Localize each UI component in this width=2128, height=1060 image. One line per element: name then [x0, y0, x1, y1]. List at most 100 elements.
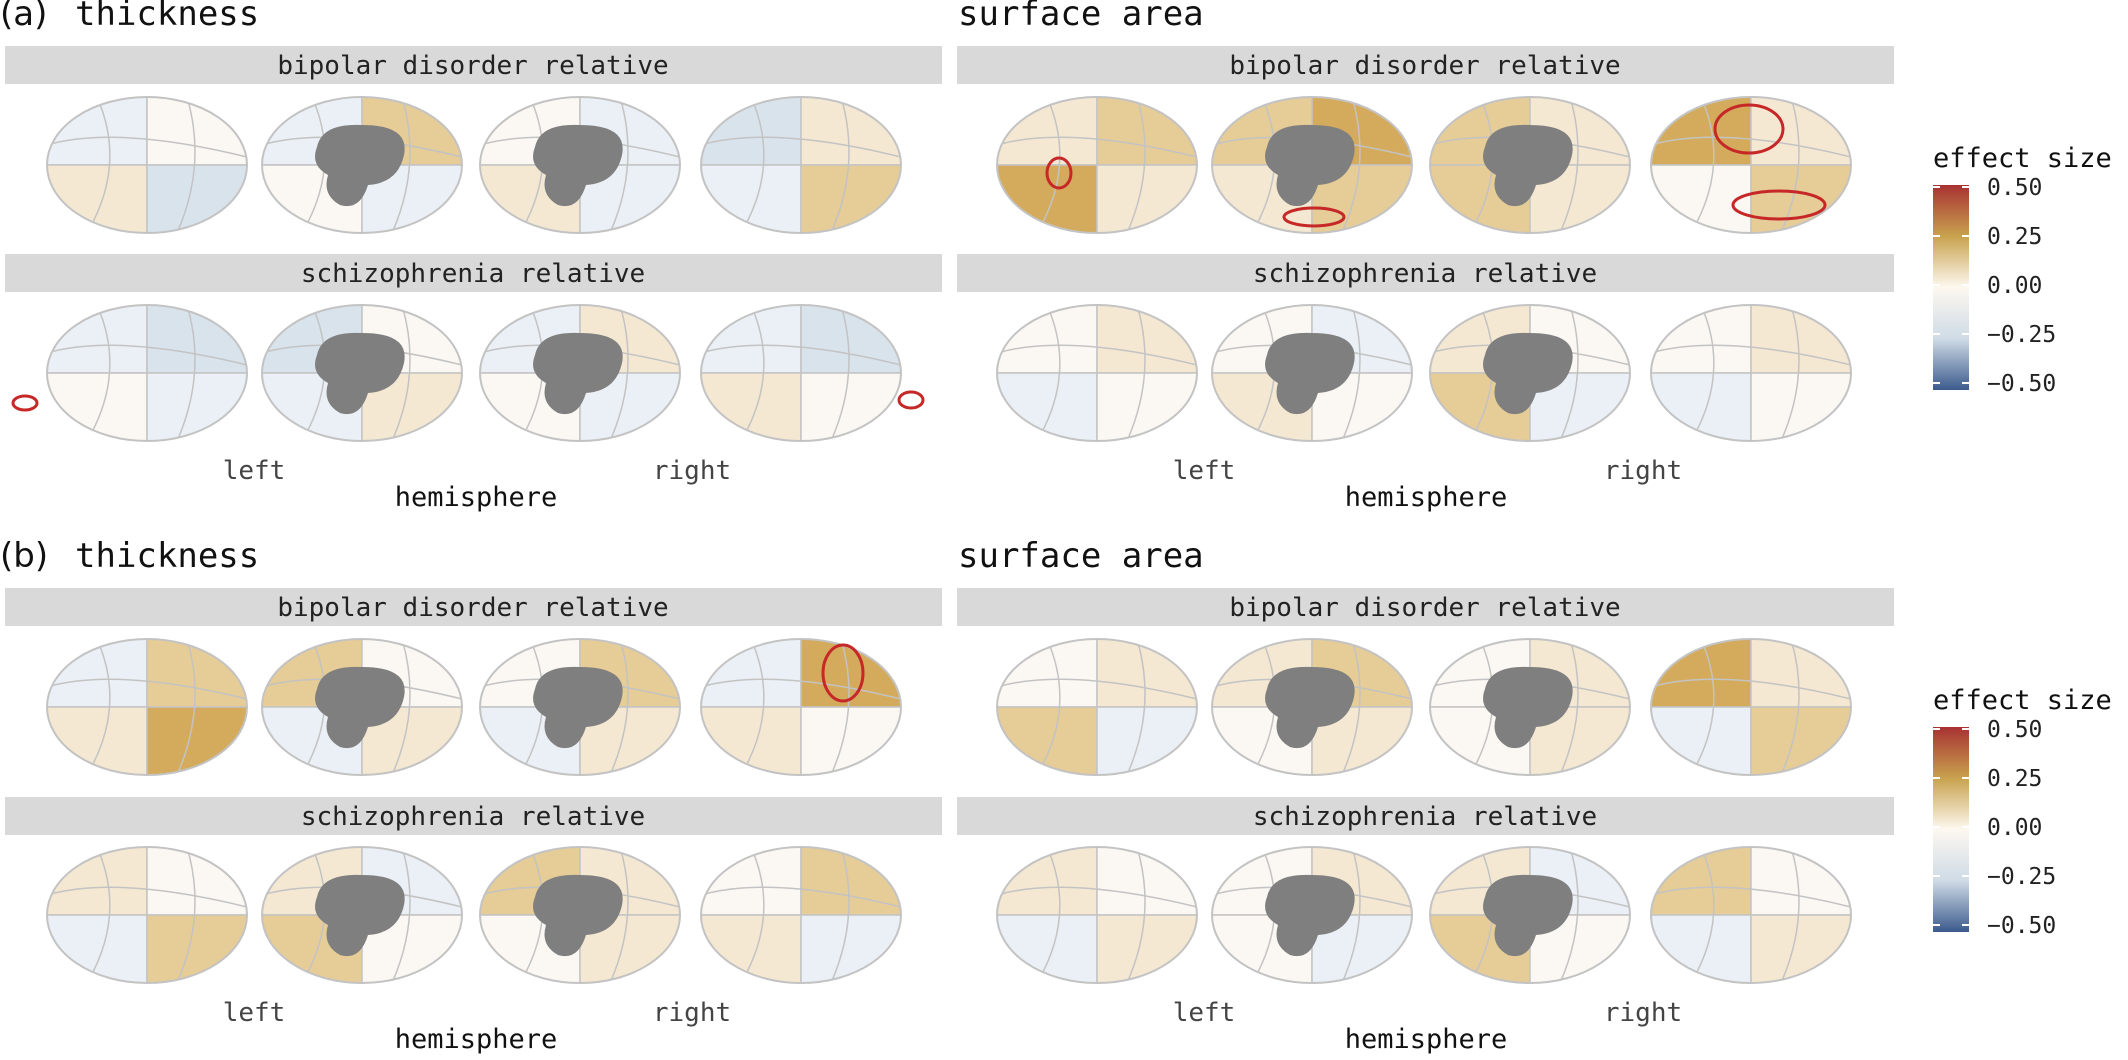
axis-b-area-left: left: [1173, 998, 1236, 1028]
significant-region-outline: [1713, 103, 1785, 155]
significant-region-outline: [1731, 189, 1827, 221]
brain-row: [46, 638, 902, 776]
brain-medial-view: [479, 846, 681, 984]
legend-a: effect size 0.500.250.00−0.25−0.50: [1933, 143, 2112, 397]
brain-lateral-view: [46, 304, 248, 442]
axis-b-thickness-left: left: [223, 998, 286, 1028]
panel-a-area-title: surface area: [958, 0, 1204, 34]
legend-a-title: effect size: [1933, 143, 2112, 174]
brain-lateral-view: [700, 304, 902, 442]
medial-wall: [1265, 874, 1355, 957]
axis-b-area-title: hemisphere: [1345, 1024, 1508, 1055]
brain-lateral-view: [700, 96, 902, 234]
brain-lateral-view: [1650, 846, 1852, 984]
strip-a-thickness-schizophrenia: [5, 254, 942, 292]
brain-lateral-view: [996, 846, 1198, 984]
strip-a-area-schizophrenia: [957, 254, 1894, 292]
legend-a-colorbar: [1933, 185, 1969, 390]
brain-lateral-view: [46, 96, 248, 234]
strip-a-area-bipolar: [957, 46, 1894, 84]
panel-b-area-title: surface area: [958, 536, 1204, 576]
panel-b-thickness-title: thickness: [75, 536, 259, 576]
legend-tick-label: 0.00: [1987, 273, 2042, 299]
legend-tick-label: −0.25: [1987, 322, 2056, 348]
brain-lateral-view: [1650, 638, 1852, 776]
legend-tick-label: 0.25: [1987, 224, 2042, 250]
medial-wall: [315, 874, 405, 957]
panel-a-label: (a): [0, 0, 47, 34]
brain-medial-view: [1211, 846, 1413, 984]
axis-b-area-right: right: [1604, 998, 1682, 1028]
strip-b-thickness-schizophrenia-label: schizophrenia relative: [301, 802, 645, 832]
brain-medial-view: [1211, 638, 1413, 776]
medial-wall: [315, 124, 405, 207]
brain-medial-view: [261, 96, 463, 234]
medial-wall: [315, 332, 405, 415]
strip-a-thickness-bipolar: [5, 46, 942, 84]
strip-a-thickness-schizophrenia-label: schizophrenia relative: [301, 259, 645, 289]
brain-row: [46, 846, 902, 984]
legend-b: effect size 0.50 0.25 0.00 −0.25 −0.50: [1933, 685, 2112, 939]
significant-region-outline: [1282, 206, 1346, 228]
strip-b-area-bipolar-label: bipolar disorder relative: [1229, 593, 1620, 623]
legend-tick-label: 0.50: [1987, 175, 2042, 201]
strip-b-area-schizophrenia-label: schizophrenia relative: [1253, 802, 1597, 832]
brain-medial-view: [479, 638, 681, 776]
medial-wall: [1483, 874, 1573, 957]
significant-region-outline: [897, 390, 925, 410]
brain-row: [996, 304, 1852, 442]
medial-wall: [1265, 332, 1355, 415]
legend-tick-label: 0.00: [1987, 815, 2042, 841]
significant-region-outline: [821, 643, 865, 703]
brain-medial-view: [261, 304, 463, 442]
brain-lateral-view: [700, 846, 902, 984]
medial-wall: [1483, 124, 1573, 207]
panel-b: (b) thickness surface area bipolar disor…: [0, 536, 1894, 1055]
brain-lateral-view: [996, 304, 1198, 442]
strip-b-thickness-schizophrenia: [5, 797, 942, 835]
brain-lateral-view: [996, 638, 1198, 776]
medial-wall: [315, 666, 405, 749]
legend-b-colorbar: [1933, 727, 1969, 932]
brain-row: [996, 96, 1852, 234]
panel-b-label: (b): [0, 536, 48, 576]
strip-b-area-schizophrenia: [957, 797, 1894, 835]
strip-a-area-bipolar-label: bipolar disorder relative: [1229, 51, 1620, 81]
brain-medial-view: [479, 96, 681, 234]
medial-wall: [1483, 332, 1573, 415]
brain-medial-view: [1211, 96, 1413, 234]
brain-lateral-view: [46, 638, 248, 776]
legend-tick-label: −0.25: [1987, 864, 2056, 890]
significant-region-outline: [1045, 156, 1073, 190]
axis-a-area-left: left: [1173, 456, 1236, 486]
brain-medial-view: [261, 638, 463, 776]
strip-b-area-bipolar: [957, 588, 1894, 626]
brain-medial-view: [1429, 638, 1631, 776]
significant-region-outline: [11, 394, 39, 412]
brain-lateral-view: [700, 638, 902, 776]
brain-row: [996, 638, 1852, 776]
legend-tick-label: 0.50: [1987, 717, 2042, 743]
legend-tick-label: 0.25: [1987, 766, 2042, 792]
brain-medial-view: [1211, 304, 1413, 442]
axis-b-thickness-right: right: [653, 998, 731, 1028]
panel-a: (a) thickness surface area bipolar disor…: [0, 0, 1894, 513]
medial-wall: [533, 874, 623, 957]
medial-wall: [1483, 666, 1573, 749]
axis-b-thickness-title: hemisphere: [395, 1024, 558, 1055]
strip-b-thickness-bipolar: [5, 588, 942, 626]
legend-b-title: effect size: [1933, 685, 2112, 716]
brain-lateral-view: [1650, 96, 1852, 234]
brain-lateral-view: [996, 96, 1198, 234]
brain-medial-view: [261, 846, 463, 984]
brain-row: [996, 846, 1852, 984]
legend-tick-label: −0.50: [1987, 913, 2056, 939]
panel-a-thickness-title: thickness: [75, 0, 259, 34]
axis-a-area-title: hemisphere: [1345, 482, 1508, 513]
brain-medial-view: [1429, 846, 1631, 984]
brain-lateral-view: [46, 846, 248, 984]
medial-wall: [533, 124, 623, 207]
strip-a-area-schizophrenia-label: schizophrenia relative: [1253, 259, 1597, 289]
strip-a-thickness-bipolar-label: bipolar disorder relative: [277, 51, 668, 81]
